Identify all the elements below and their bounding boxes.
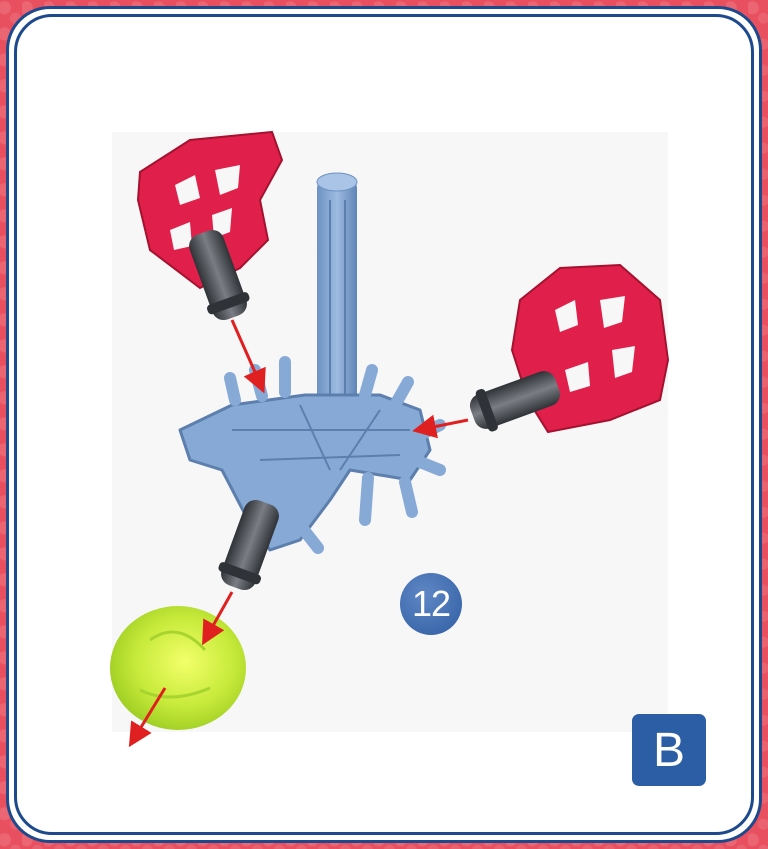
green-ball xyxy=(110,606,246,730)
step-number-badge: 12 xyxy=(400,573,462,635)
arrow-pin-to-hub-top xyxy=(232,320,262,388)
section-letter-badge: B xyxy=(632,714,706,786)
blue-star-connector xyxy=(180,362,440,550)
